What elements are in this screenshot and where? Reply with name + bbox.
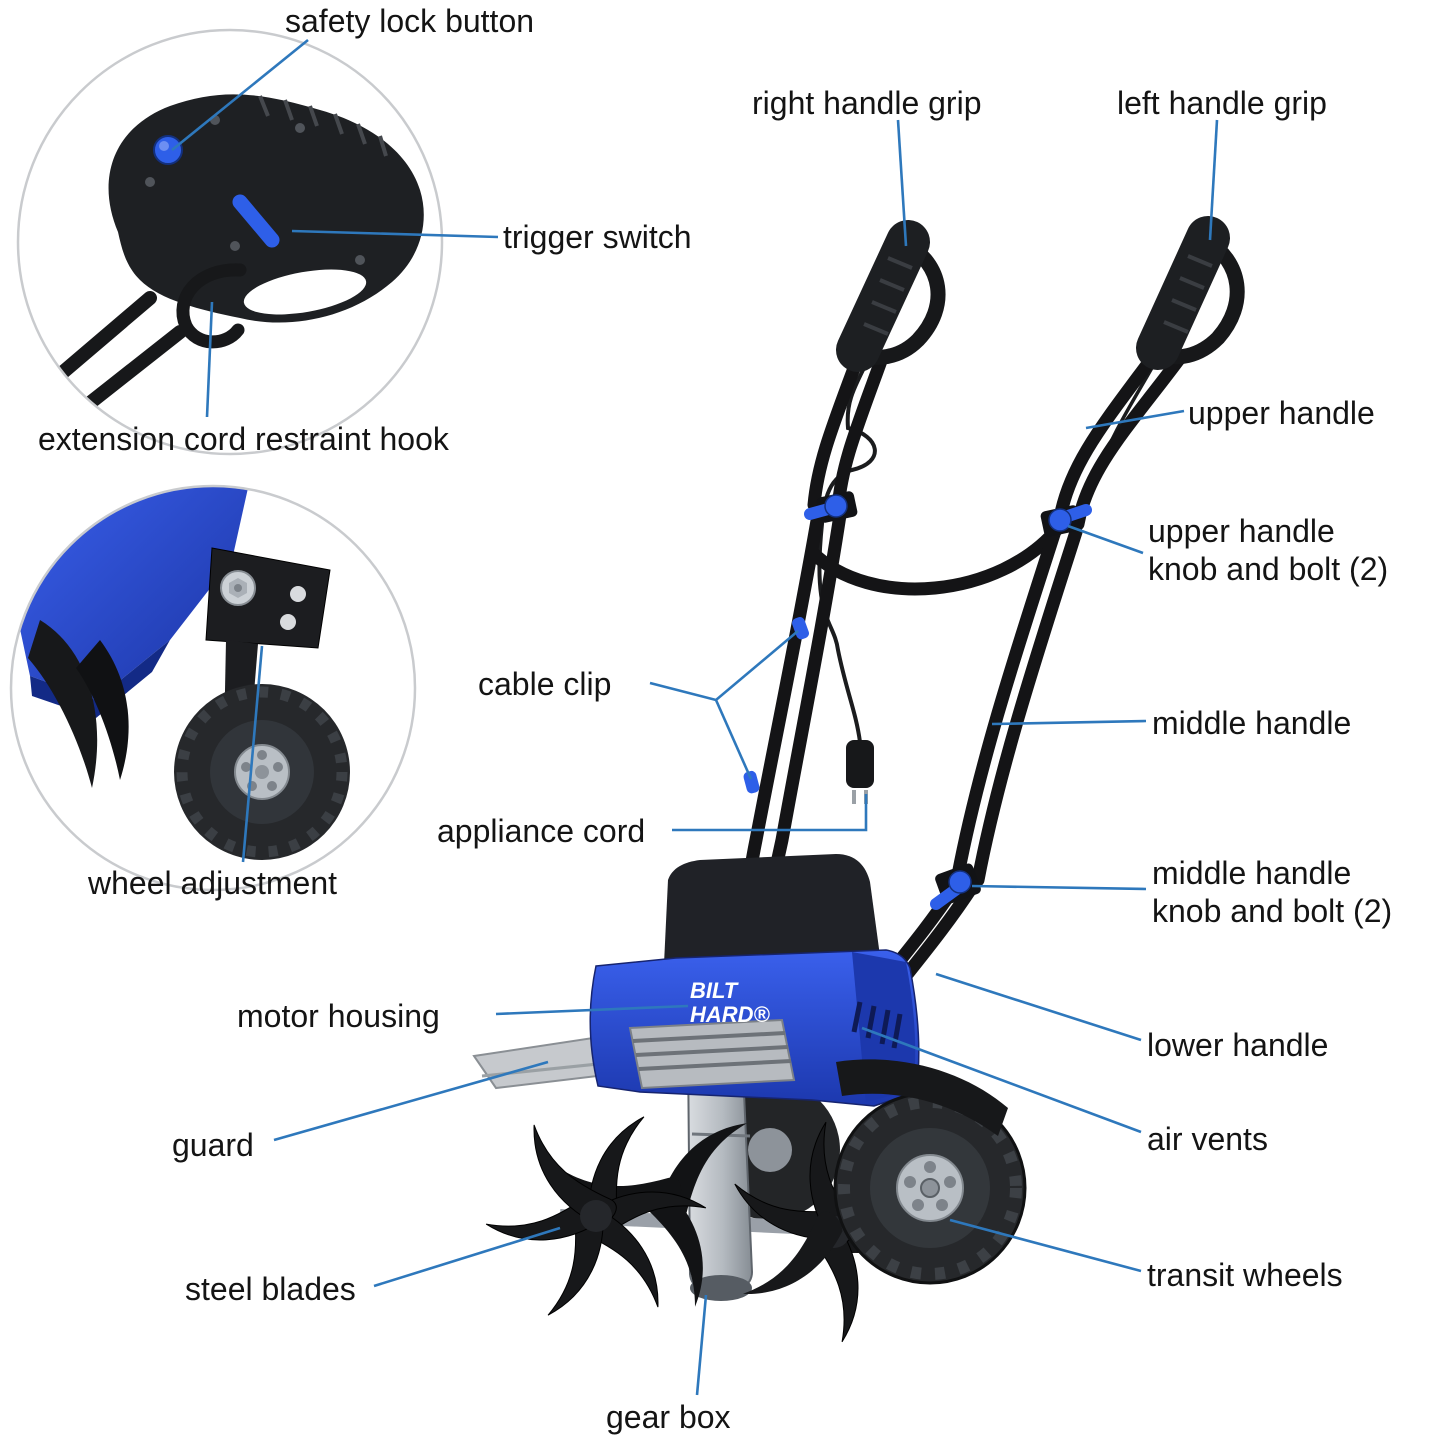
right-handle-grip-part [836,220,946,372]
leader-right-grip [896,119,908,247]
leader-left-grip [1208,119,1219,241]
label-wheel-adjustment: wheel adjustment [88,865,338,901]
leader-lines [171,38,1219,1396]
leader-cable-clip [649,630,799,702]
label-upper-handle-knob: upper handle knob and bolt (2) [1148,512,1388,588]
motor-housing-part: BILT HARD® [589,854,920,1107]
inset-wheel-closeup [9,484,417,892]
leader-upper-knob [1067,524,1144,555]
label-right-handle-grip: right handle grip [752,85,982,121]
label-trigger-switch: trigger switch [503,219,692,255]
handle-crossbar [805,521,1065,596]
bolt-center [234,584,242,592]
leader-steel-blades [373,1226,561,1288]
upper-handle-tube [807,345,867,512]
leader-wheel-adjustment [241,645,264,863]
trigger-switch-part [232,194,280,248]
upper-handle-tube [831,351,889,515]
cable-clip-lower [743,770,760,794]
label-upper-handle: upper handle [1188,395,1375,431]
front-grille [628,1018,796,1090]
label-lower-handle: lower handle [1147,1027,1329,1063]
inset1-circle-border [16,28,444,456]
label-gear-box: gear box [606,1399,731,1435]
label-line: knob and bolt (2) [1148,551,1389,587]
middle-handle-tube [971,525,1083,887]
leader-transit-wheels [949,1218,1142,1273]
leader-middle-handle [991,719,1147,726]
button-highlight [159,141,169,151]
bracket-hole [280,614,296,630]
label-line: upper handle [1148,513,1335,549]
label-steel-blades: steel blades [185,1271,356,1307]
leader-cord-hook [205,301,214,418]
air-vents-part [851,1001,903,1049]
cord-restraint-hook [176,263,247,349]
label-appliance-cord: appliance cord [437,813,646,849]
label-air-vents: air vents [1147,1121,1268,1157]
middle-handle-tube [951,521,1063,882]
inset-wheel [174,684,350,860]
leader-safety-lock [171,38,309,152]
upper-handle-knob-left [804,491,858,523]
leader-motor-housing [495,1004,689,1016]
bracket-hole [290,586,306,602]
leader-middle-knob [971,884,1147,891]
leader-upper-handle [1085,409,1185,430]
leader-guard [273,1060,549,1142]
wheel-fender [836,1059,1008,1136]
leader-air-vents [861,1026,1142,1134]
middle-handle-knob [930,863,981,910]
leader-lower-handle [935,972,1142,1042]
leader-trigger-switch [291,229,499,239]
upper-handle-tube [1071,351,1187,531]
label-left-handle-grip: left handle grip [1117,85,1327,121]
brand-line2: HARD® [690,1002,771,1027]
handle-loop-hole [243,269,367,315]
label-line: knob and bolt (2) [1152,893,1393,929]
inset-tine-1 [28,620,98,788]
label-transit-wheels: transit wheels [1147,1257,1343,1293]
label-guard: guard [172,1127,254,1163]
brand-logo: BILT HARD® [690,978,771,1027]
upper-handle-tube [1053,343,1165,525]
housing-top-cover [664,854,880,964]
inset-tine-2 [76,640,129,780]
label-line: middle handle [1152,855,1352,891]
leader-cable-clip-2 [714,699,753,780]
gear-box-part [686,1047,754,1301]
leader-gear-box [695,1294,708,1396]
label-middle-handle: middle handle [1152,705,1352,741]
label-cord-hook: extension cord restraint hook [38,421,449,457]
inset2-circle-border [9,484,417,892]
leader-appliance-cord [672,794,868,832]
tiller-illustration: BILT HARD® [472,216,1245,1343]
far-wheel-hub [748,1128,792,1172]
upper-handle-knob-right [1040,504,1092,537]
safety-lock-button-part [153,135,183,165]
left-handle-grip-part [1136,216,1245,370]
label-motor-housing: motor housing [237,998,440,1034]
inset-trigger-closeup [16,28,444,456]
label-safety-lock-button: safety lock button [285,3,535,39]
label-cable-clip: cable clip [478,666,612,702]
cord-plug [846,740,874,804]
trigger-handle-body [108,94,424,323]
grip-ridges [258,95,388,157]
transit-wheel-part [833,1091,1027,1285]
label-middle-handle-knob: middle handle knob and bolt (2) [1152,854,1392,930]
brand-line1: BILT [690,978,739,1003]
